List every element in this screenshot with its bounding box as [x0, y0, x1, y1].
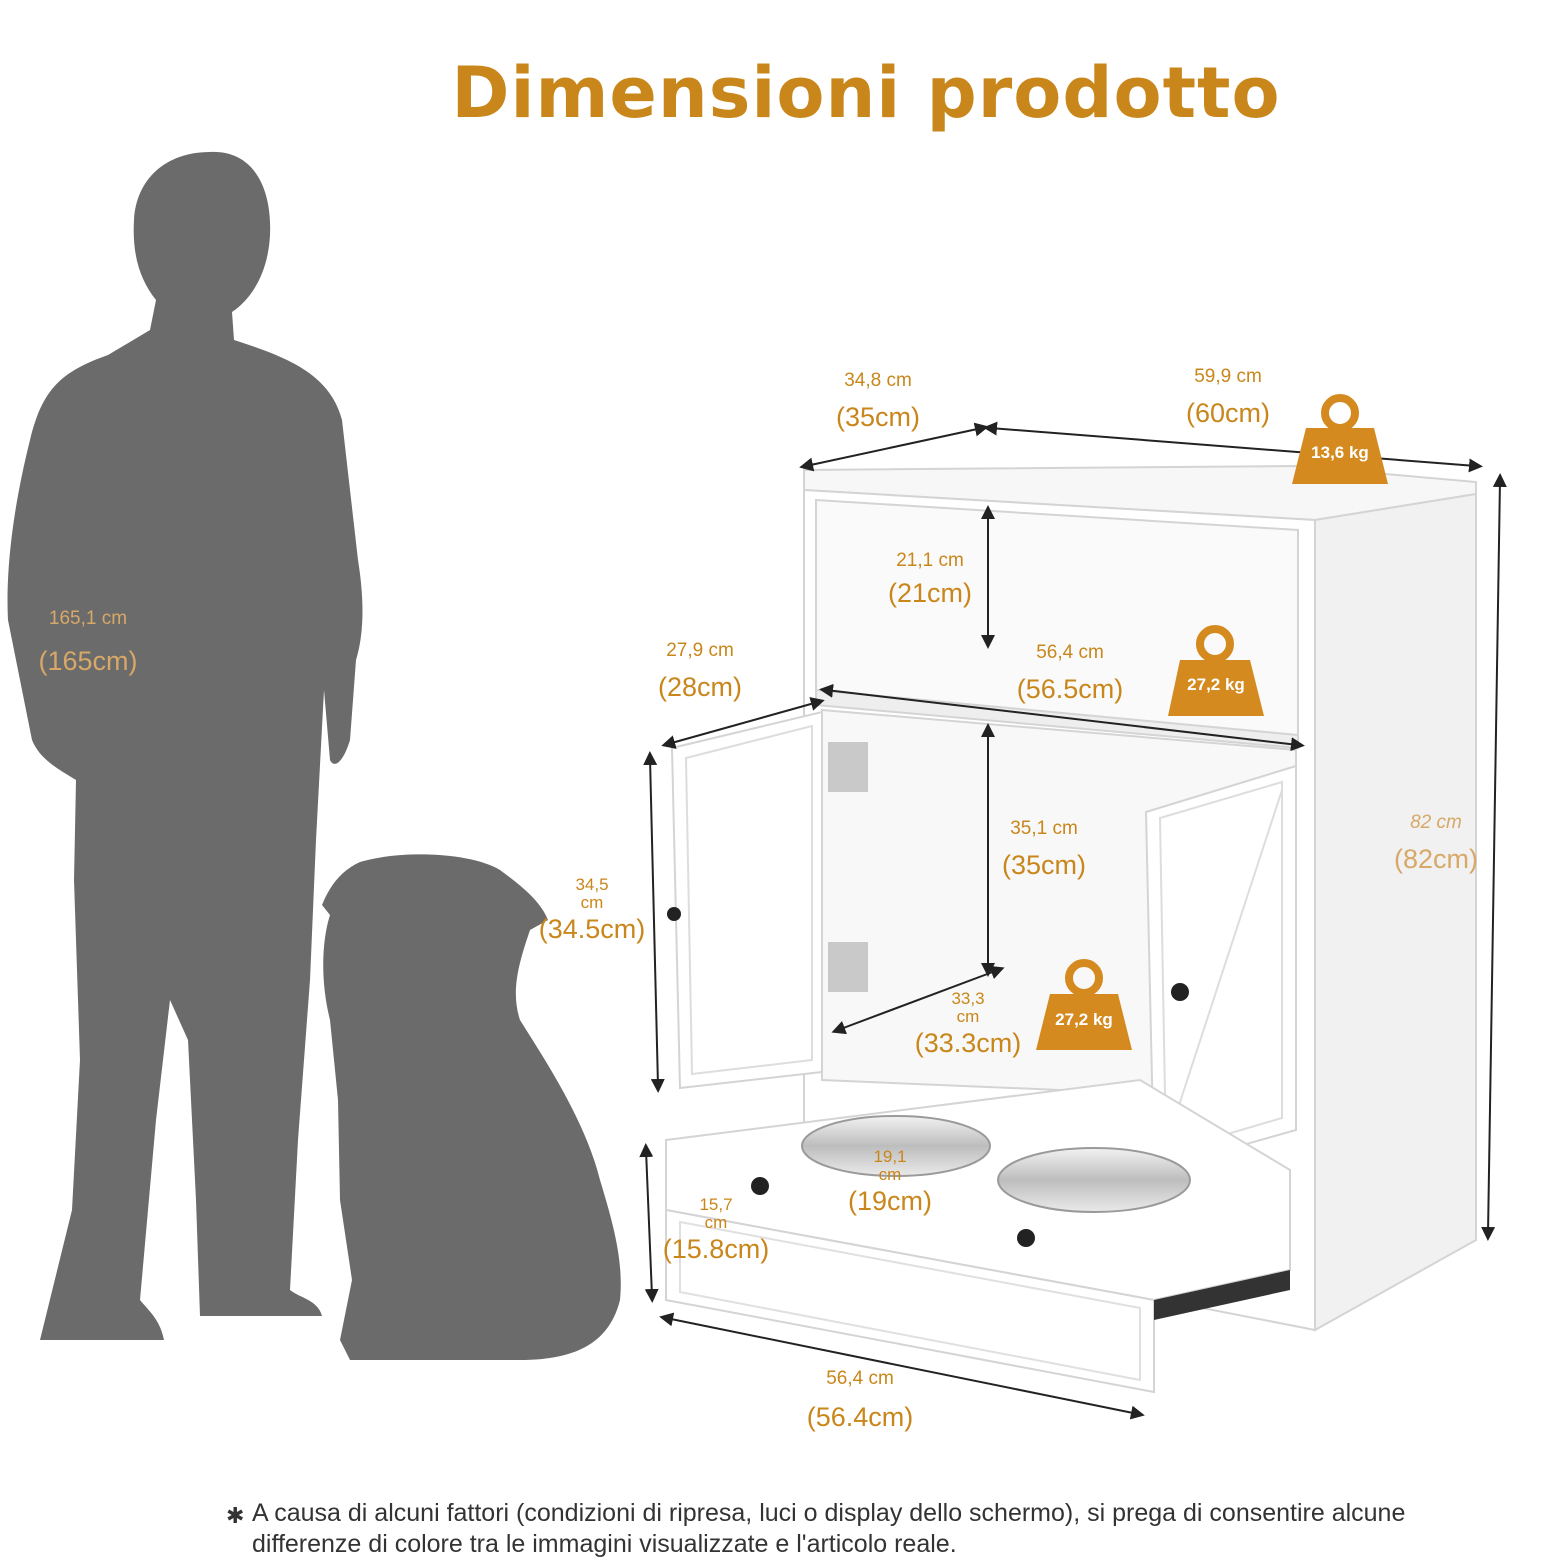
disclaimer-note: ✱ A causa di alcuni fattori (condizioni … — [226, 1499, 1406, 1558]
drawer-height-label: 15,7 cm (15.8cm) — [662, 1195, 770, 1265]
shelf-width-label: 56,4 cm (56.5cm) — [1016, 642, 1124, 704]
person-silhouette — [7, 151, 363, 1340]
weight-icon-shelf — [1168, 625, 1264, 716]
inner-depth-label: 33,3 cm (33.3cm) — [914, 989, 1022, 1059]
door-height-label: 34,5 cm (34.5cm) — [538, 875, 646, 945]
door-depth-label: 27,9 cm (28cm) — [657, 640, 743, 702]
bowls — [801, 1115, 1191, 1213]
shelf-height-label: 21,1 cm (21cm) — [887, 550, 973, 608]
depth-top-label: 34,8 cm (35cm) — [835, 370, 921, 432]
width-top-label: 59,9 cm (60cm) — [1185, 366, 1271, 428]
person-height-label: 165,1 cm (165cm) — [38, 608, 138, 676]
asterisk-icon: ✱ — [226, 1503, 245, 1528]
drawer-width-label: 56,4 cm (56.4cm) — [806, 1368, 914, 1432]
weight-top-text: 13,6 kg — [1311, 443, 1369, 462]
dog-silhouette — [322, 854, 621, 1360]
dimension-arrows — [639, 421, 1507, 1420]
compartment-height-label: 35,1 cm (35cm) — [1001, 818, 1087, 880]
weight-compartment-text: 27,2 kg — [1055, 1010, 1113, 1029]
weight-shelf-text: 27,2 kg — [1187, 675, 1245, 694]
weight-icon-top — [1292, 394, 1388, 484]
bowl-diameter-label: 19,1 cm (19cm) — [847, 1147, 933, 1217]
cabinet — [665, 464, 1477, 1394]
weight-icon-compartment — [1036, 959, 1132, 1050]
total-height-label: 82 cm (82cm) — [1393, 812, 1479, 874]
page-title: Dimensioni prodotto — [451, 52, 1281, 134]
